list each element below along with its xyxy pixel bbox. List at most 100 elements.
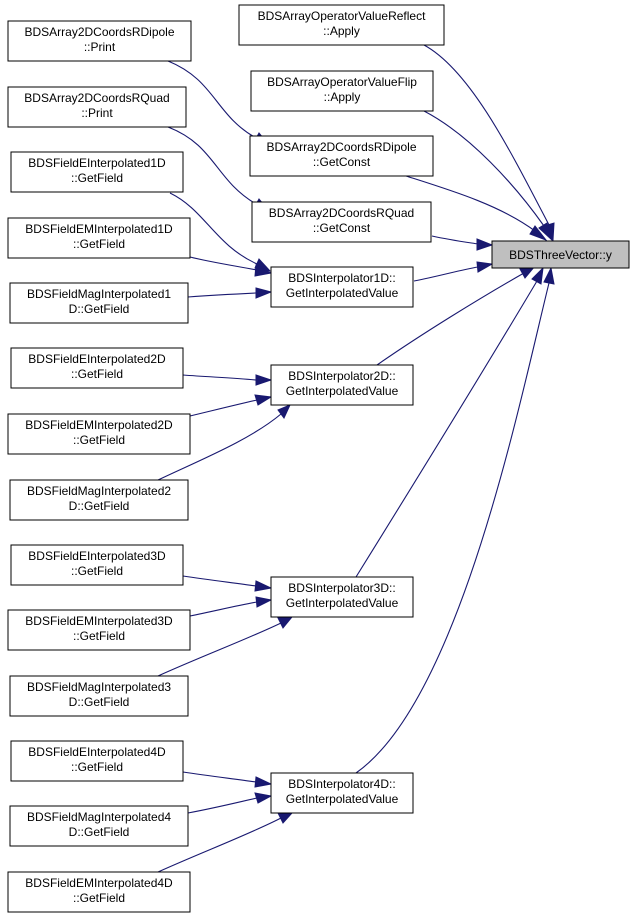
- edge-em1d-to-interp1d: [189, 256, 273, 277]
- arrowhead: [254, 792, 273, 804]
- edge-line: [182, 575, 257, 587]
- node-dipole-const[interactable]: BDSArray2DCoordsRDipole::GetConst: [249, 135, 434, 177]
- node-label-line: BDSFieldEInterpolated2D: [28, 352, 166, 366]
- node-label-line: BDSInterpolator3D::: [288, 581, 395, 595]
- node-interp1d[interactable]: BDSInterpolator1D::GetInterpolatedValue: [270, 266, 414, 308]
- node-box: [270, 364, 414, 406]
- edge-mag1d-to-interp1d: [187, 287, 273, 299]
- node-label-line: ::GetConst: [313, 155, 371, 169]
- edge-line: [167, 126, 257, 205]
- edge-line: [187, 292, 257, 298]
- node-label-line: BDSFieldEMInterpolated2D: [25, 418, 173, 432]
- node-label-line: BDSArray2DCoordsRDipole: [266, 140, 416, 154]
- node-label-line: ::GetField: [73, 891, 125, 905]
- node-interp3d[interactable]: BDSInterpolator3D::GetInterpolatedValue: [270, 576, 414, 618]
- edge-line: [167, 60, 257, 139]
- node-label-line: BDSFieldEInterpolated3D: [28, 549, 166, 563]
- edge-quad_const-to-root: [431, 235, 494, 251]
- edge-em2d-to-interp2d: [189, 394, 273, 417]
- node-label-line: BDSFieldMagInterpolated1: [27, 287, 171, 301]
- edge-line: [169, 192, 258, 265]
- edge-line: [423, 110, 545, 227]
- node-box: [10, 151, 184, 193]
- node-e4d[interactable]: BDSFieldEInterpolated4D::GetField: [10, 740, 184, 782]
- node-reflect[interactable]: BDSArrayOperatorValueReflect::Apply: [238, 4, 445, 46]
- arrowhead: [543, 266, 555, 285]
- arrowhead: [538, 222, 553, 242]
- node-box: [270, 772, 414, 814]
- node-label-line: GetInterpolatedValue: [286, 596, 399, 610]
- arrowhead: [531, 266, 544, 285]
- node-e1d[interactable]: BDSFieldEInterpolated1D::GetField: [10, 151, 184, 193]
- edge-e4d-to-interp4d: [182, 771, 273, 788]
- node-label-line: ::Apply: [323, 24, 360, 38]
- node-box: [7, 413, 191, 455]
- node-box: [238, 4, 445, 46]
- node-quad-const[interactable]: BDSArray2DCoordsRQuad::GetConst: [251, 201, 432, 243]
- node-flip[interactable]: BDSArrayOperatorValueFlip::Apply: [250, 70, 434, 112]
- node-label-line: GetInterpolatedValue: [286, 384, 399, 398]
- node-em1d[interactable]: BDSFieldEMInterpolated1D::GetField: [7, 217, 191, 259]
- edge-e3d-to-interp3d: [182, 575, 273, 592]
- edge-e2d-to-interp2d: [182, 374, 273, 386]
- node-label-line: D::GetField: [69, 302, 130, 316]
- node-em3d[interactable]: BDSFieldEMInterpolated3D::GetField: [7, 609, 191, 651]
- edge-mag4d-to-interp4d: [187, 792, 273, 814]
- node-label-line: BDSFieldMagInterpolated2: [27, 484, 171, 498]
- node-label-line: ::GetField: [71, 564, 123, 578]
- arrowhead: [254, 776, 273, 788]
- node-label-line: BDSFieldEInterpolated4D: [28, 745, 166, 759]
- node-em2d[interactable]: BDSFieldEMInterpolated2D::GetField: [7, 413, 191, 455]
- node-root: BDSThreeVector::y: [491, 240, 630, 269]
- node-label-line: BDSFieldEInterpolated1D: [28, 156, 166, 170]
- node-dipole-print[interactable]: BDSArray2DCoordsRDipole::Print: [7, 20, 192, 62]
- node-label-line: ::GetConst: [313, 221, 371, 235]
- node-label-line: BDSInterpolator2D::: [288, 369, 395, 383]
- edge-dipole_const-to-root: [405, 175, 548, 242]
- node-quad-print[interactable]: BDSArray2DCoordsRQuad::Print: [7, 86, 187, 128]
- edge-line: [187, 797, 258, 814]
- node-box: [491, 240, 630, 269]
- node-box: [10, 347, 184, 389]
- node-box: [270, 576, 414, 618]
- node-label-line: BDSArray2DCoordsRQuad: [269, 206, 414, 220]
- node-em4d[interactable]: BDSFieldEMInterpolated4D::GetField: [7, 871, 191, 913]
- node-label-line: ::GetField: [73, 629, 125, 643]
- edge-interp1d-to-root: [413, 261, 494, 282]
- node-label-line: ::GetField: [73, 237, 125, 251]
- node-box: [251, 201, 432, 243]
- edge-line: [355, 280, 538, 578]
- edge-flip-to-root: [423, 110, 553, 242]
- node-interp4d[interactable]: BDSInterpolator4D::GetInterpolatedValue: [270, 772, 414, 814]
- node-interp2d[interactable]: BDSInterpolator2D::GetInterpolatedValue: [270, 364, 414, 406]
- node-box: [249, 135, 434, 177]
- node-box: [9, 479, 189, 521]
- arrowhead: [476, 261, 494, 273]
- edge-interp4d-to-root: [355, 266, 555, 774]
- arrowhead: [254, 580, 273, 592]
- node-e3d[interactable]: BDSFieldEInterpolated3D::GetField: [10, 544, 184, 586]
- edge-line: [355, 282, 550, 774]
- arrowhead: [254, 264, 273, 277]
- node-label-line: D::GetField: [69, 825, 130, 839]
- node-box: [7, 20, 192, 62]
- node-e2d[interactable]: BDSFieldEInterpolated2D::GetField: [10, 347, 184, 389]
- arrowhead: [277, 616, 294, 629]
- node-label-line: BDSFieldEMInterpolated1D: [25, 222, 173, 236]
- node-label-line: BDSInterpolator4D::: [288, 777, 395, 791]
- node-label-line: BDSArray2DCoordsRDipole: [24, 25, 174, 39]
- node-label-line: BDSArrayOperatorValueReflect: [258, 9, 427, 23]
- node-label-line: BDSFieldEMInterpolated4D: [25, 876, 173, 890]
- node-label-line: BDSFieldEMInterpolated3D: [25, 614, 173, 628]
- node-box: [250, 70, 434, 112]
- edge-line: [157, 622, 282, 677]
- edge-line: [189, 601, 258, 617]
- edge-line: [189, 256, 258, 271]
- node-label-line: ::GetField: [71, 760, 123, 774]
- edge-line: [189, 399, 258, 417]
- node-box: [10, 544, 184, 586]
